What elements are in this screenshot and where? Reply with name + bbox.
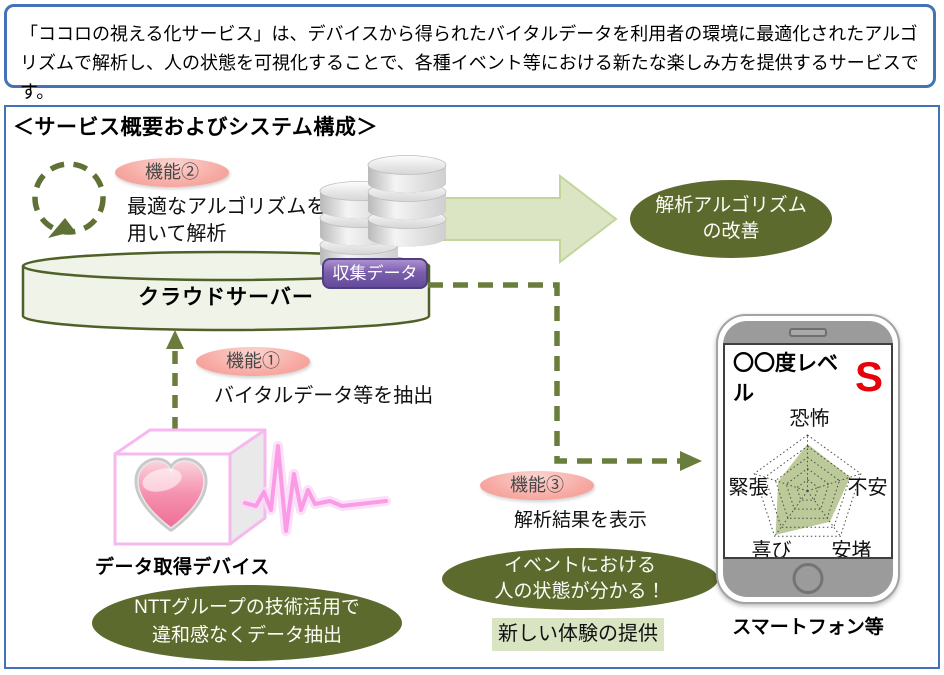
improvement-line1: 解析アルゴリズム	[655, 195, 807, 216]
radar-label-anxiety: 不安	[848, 476, 888, 499]
function1-badge: 機能①	[196, 347, 310, 376]
radar-chart: 恐怖 不安 安堵 喜び 緊張	[729, 407, 888, 559]
ntt-line2: 違和感なくデータ抽出	[151, 625, 342, 646]
cloud-server-label: クラウドサーバー	[138, 286, 314, 309]
screen-title: 〇〇度レベル	[733, 352, 838, 405]
function1-desc: バイタルデータ等を抽出	[214, 385, 434, 407]
smartphone-screen: 〇〇度レベル S 恐怖 不安 安堵 喜び 緊張	[723, 343, 893, 559]
diagram-title: ＜サービス概要およびシステム構成＞	[13, 116, 378, 139]
improvement-ellipse: 解析アルゴリズム の改善	[630, 180, 832, 258]
smartphone-icon: 〇〇度レベル S 恐怖 不安 安堵 喜び 緊張	[716, 314, 900, 604]
radar-label-relief: 安堵	[832, 539, 872, 559]
function2-desc-line2: 用いて解析	[127, 223, 227, 245]
speaker-icon	[789, 328, 827, 337]
new-experience-box: 新しい体験の提供	[492, 618, 664, 651]
ntt-ellipse: NTTグループの技術活用で 違和感なくデータ抽出	[92, 585, 402, 661]
radar-label-fear: 恐怖	[790, 407, 830, 430]
function2-badge: 機能②	[115, 158, 229, 187]
radar-label-tension: 緊張	[729, 477, 769, 499]
function3-desc: 解析結果を表示	[514, 510, 648, 531]
smartphone-body: 〇〇度レベル S 恐怖 不安 安堵 喜び 緊張	[723, 321, 893, 597]
heart-device-icon	[113, 428, 391, 546]
home-button-icon	[792, 563, 824, 594]
collected-data-badge: 収集データ	[322, 258, 428, 289]
event-line1: イベントにおける	[503, 555, 656, 576]
flow-arrow-icon	[428, 174, 618, 265]
radar-label-joy: 喜び	[752, 539, 792, 559]
improvement-line2: の改善	[702, 221, 760, 242]
function2-desc: 最適なアルゴリズムを 用いて解析	[127, 194, 326, 248]
refresh-cycle-icon	[32, 161, 106, 238]
grade-badge: S	[854, 353, 883, 400]
intro-box: 「ココロの視える化サービス」は、デバイスから得られたバイタルデータを利用者の環境…	[4, 4, 936, 102]
event-line2: 人の状態が分かる！	[494, 581, 666, 602]
function2-desc-line1: 最適なアルゴリズムを	[127, 196, 327, 218]
radar-grid	[753, 434, 862, 537]
dashed-flow-arrow-icon	[428, 282, 702, 471]
event-ellipse: イベントにおける 人の状態が分かる！	[442, 548, 718, 610]
function3-badge: 機能③	[480, 471, 594, 500]
ntt-line1: NTTグループの技術活用で	[134, 597, 360, 618]
smartphone-caption: スマートフォン等	[732, 617, 884, 638]
up-arrow-icon	[166, 330, 184, 430]
intro-text: 「ココロの視える化サービス」は、デバイスから得られたバイタルデータを利用者の環境…	[20, 24, 919, 102]
device-label: データ取得デバイス	[95, 557, 270, 578]
heartbeat-wave-icon	[240, 441, 391, 536]
